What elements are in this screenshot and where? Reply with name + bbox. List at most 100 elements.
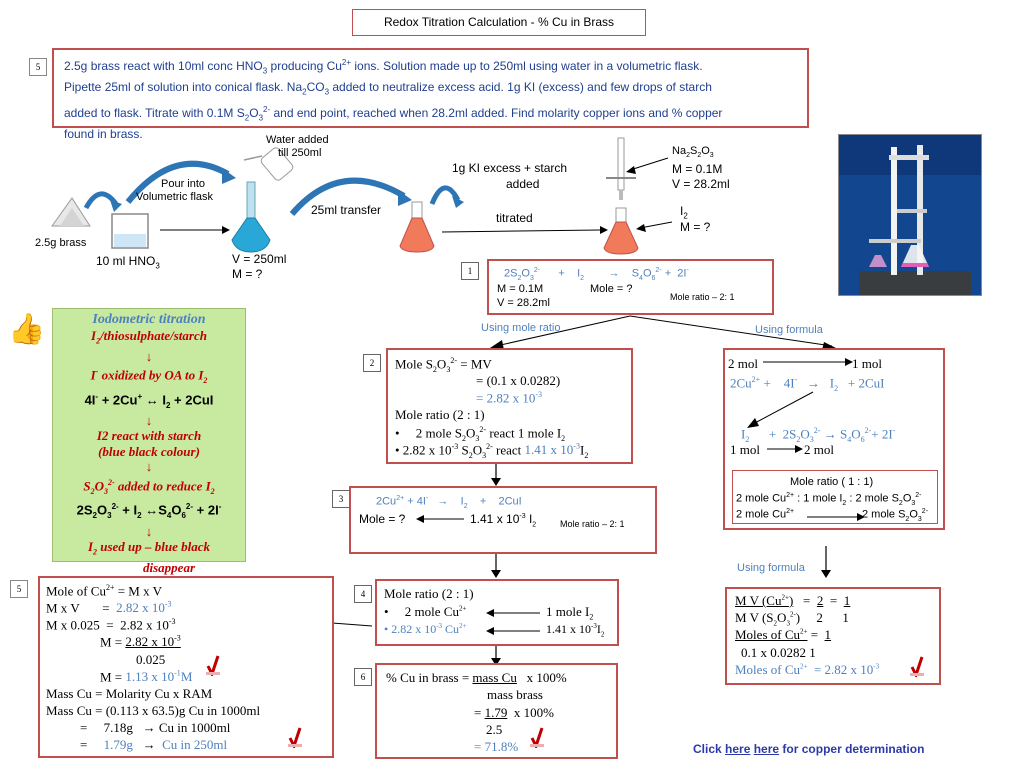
problem-box: 2.5g brass react with 10ml conc HNO3 pro…	[52, 48, 809, 141]
i2-m-label: M = ?	[680, 220, 711, 234]
box3-number: 3	[332, 490, 350, 508]
box5-l4: M = 2.82 x 10-3	[100, 634, 181, 650]
checkmark-icon	[910, 656, 924, 677]
footer-click: Click	[693, 742, 726, 756]
iodometric-l1: I2/thiosulphate/starch	[91, 327, 207, 346]
final-l3: Moles of Cu2+ = 1	[735, 627, 832, 642]
final-l1: M V (Cu2+) = 2 = 1	[735, 593, 851, 608]
box6-number: 6	[354, 668, 372, 686]
formula-eq2: I2 + 2S2O32- → S4O62-+ 2I-	[741, 426, 896, 444]
here-link-1[interactable]: here	[725, 742, 751, 756]
iodometric-l7: disappear	[143, 560, 195, 576]
ratio-l3b: 2 mole S2O32-	[862, 508, 929, 523]
box3-val: 1.41 x 10-3 I2	[470, 512, 537, 529]
branch-formula-2: Using formula	[737, 562, 805, 574]
iodometric-box	[52, 308, 246, 562]
box5-l9: = 7.18g → Cu in 1000ml	[80, 720, 231, 735]
checkmark-icon	[288, 727, 302, 748]
problem-line-1: 2.5g brass react with 10ml conc HNO3 pro…	[64, 58, 703, 76]
iodometric-l3: I2 react with starch	[96, 428, 202, 444]
box2-number: 2	[363, 354, 381, 372]
till-250-label: till 250ml	[278, 147, 322, 159]
box1-v: V = 28.2ml	[497, 297, 550, 309]
brass-label: 2.5g brass	[35, 237, 87, 249]
box4-l3b: 1.41 x 10-3I2	[546, 622, 605, 639]
box1-mole: Mole = ?	[590, 283, 633, 295]
box4-l2a: • 2 mole Cu2+	[384, 604, 467, 619]
formula-arrows	[747, 358, 853, 453]
formula-l2a: 1 mol	[730, 442, 760, 457]
curved-arrow-4	[429, 185, 461, 205]
iodometric-arrow-1: ↓	[145, 348, 153, 364]
iodometric-eq1: 4I- + 2Cu+ ↔ I2 + 2CuI	[84, 391, 214, 410]
titration-flask-icon	[603, 207, 639, 255]
box4-l2b: 1 mole I2	[546, 604, 594, 622]
iodometric-arrow-4: ↓	[145, 523, 153, 539]
page-title: Redox Titration Calculation - % Cu in Br…	[383, 15, 615, 29]
iodometric-arrow-3: ↓	[145, 459, 153, 475]
box6-l2: mass brass	[487, 687, 543, 702]
water-added-label: Water added	[266, 134, 329, 146]
box6-l5: = 71.8%	[474, 739, 519, 754]
box3	[349, 486, 657, 554]
box5	[38, 576, 334, 758]
formula-l1b: 1 mol	[852, 356, 882, 371]
i2-label: I2	[680, 204, 688, 221]
box2-l1: Mole S2O32- = MV	[395, 356, 492, 374]
box1-equation: 2S2O32- + I2 → S4O62- + 2I-	[504, 267, 689, 282]
box1	[487, 259, 774, 315]
ratio-l2: 2 mole Cu2+ : 1 mole I2 : 2 mole S2O32-	[736, 492, 922, 507]
box2-l5: • 2 mole S2O32- react 1 mole I2	[395, 425, 566, 443]
checkmark-icon	[206, 655, 220, 676]
volumetric-flask-icon	[231, 181, 271, 253]
ratio-l1: Mole ratio ( 1 : 1)	[790, 476, 874, 488]
here-link-2[interactable]: here	[753, 742, 780, 756]
box5-l3: M x 0.025 = 2.82 x 10-3	[46, 617, 176, 633]
box2-l6: • 2.82 x 10-3 S2O32- react 1.41 x 10-3I2	[395, 442, 589, 460]
apparatus-diagram	[51, 137, 673, 255]
iodometric-l6: I2 used up – blue black	[87, 539, 211, 557]
problem-line-3: added to flask. Titrate with 0.1M S2O32-…	[64, 104, 723, 123]
branch-formula: Using formula	[755, 324, 823, 336]
box4-arrows	[486, 609, 540, 635]
box4	[375, 579, 619, 646]
box3-eq: 2Cu2+ + 4I- → I2 + 2CuI	[376, 495, 522, 510]
formula-l2b: 2 mol	[804, 442, 834, 457]
wash-bottle-icon	[243, 147, 294, 181]
box1-m: M = 0.1M	[497, 283, 544, 295]
box5-l7: Mass Cu = Molarity Cu x RAM	[46, 686, 213, 701]
problem-line-2: Pipette 25ml of solution into conical fl…	[64, 80, 712, 97]
titrated-label: titrated	[496, 211, 533, 225]
title-box: Redox Titration Calculation - % Cu in Br…	[352, 9, 646, 36]
volumetric-flask-label: Volumetric flask	[136, 191, 214, 203]
ki-starch-label: 1g KI excess + starch	[452, 161, 568, 175]
box5-l5: 0.025	[136, 652, 166, 667]
box5-l6: M = 1.13 x 10-1M	[100, 669, 193, 685]
box6-l1: % Cu in brass = mass Cu x 100%	[386, 670, 567, 685]
box1-ratio: Mole ratio – 2: 1	[670, 292, 735, 302]
problem-line-4: found in brass.	[64, 127, 143, 142]
burette-icon	[606, 137, 636, 200]
final-l2: M V (S2O32-) 2 1	[735, 610, 849, 628]
pour-into-label: Pour into	[161, 178, 206, 190]
box4-l1: Mole ratio (2 : 1)	[384, 586, 474, 601]
box3-mole: Mole = ?	[359, 512, 406, 526]
box2	[386, 348, 633, 464]
problem-text: 2.5g brass react with 10ml conc HNO3 pro…	[64, 54, 722, 143]
box2-l4: Mole ratio (2 : 1)	[395, 407, 485, 422]
box3-ratio: Mole ratio – 2: 1	[560, 519, 625, 529]
box5-l8: Mass Cu = (0.113 x 63.5)g Cu in 1000ml	[46, 703, 261, 718]
m-unknown-label: M = ?	[232, 267, 263, 281]
ki-added-label: added	[506, 177, 540, 191]
formula-eq1: 2Cu2+ + 4I- → I2 + 2CuI	[730, 375, 885, 393]
box4-l3a: • 2.82 x 10-3 Cu2+	[384, 622, 467, 636]
box2-l3: = 2.82 x 10-3	[476, 390, 543, 406]
box1-number: 1	[461, 262, 479, 280]
iodometric-eq2: 2S2O32- + I2 ↔S4O62- + 2I-	[76, 502, 222, 521]
hno3-label: 10 ml HNO3	[96, 254, 160, 271]
box5-l2: M x V = 2.82 x 10-3	[46, 600, 172, 616]
thumbs-up-icon: 👍	[8, 312, 46, 347]
branch-mole-ratio: Using mole ratio	[481, 322, 561, 334]
box5-l1: Mole of Cu2+ = M x V	[46, 583, 163, 599]
transfer-label: 25ml transfer	[311, 203, 382, 217]
